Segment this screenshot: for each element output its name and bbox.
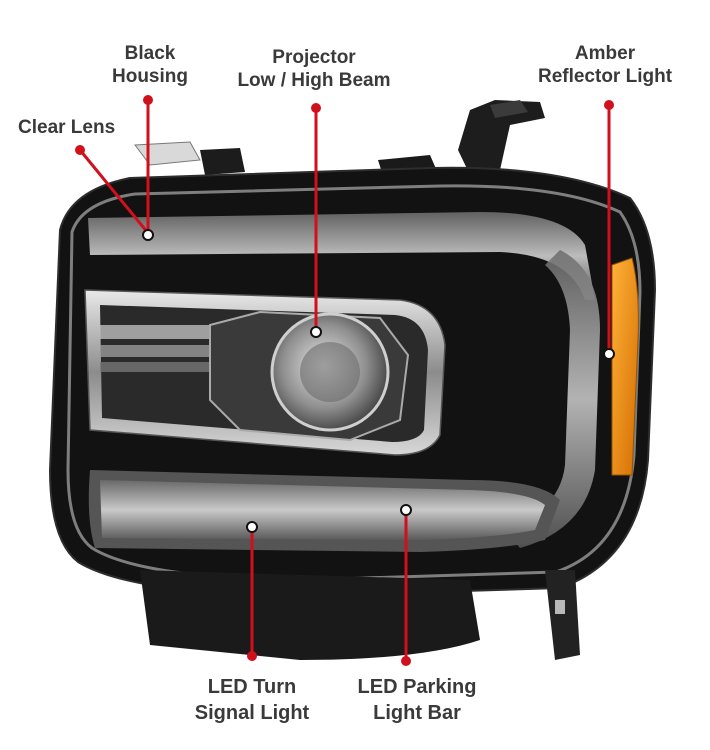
label-projector-line2: Low / High Beam — [237, 70, 391, 91]
label-park-line2: Light Bar — [373, 702, 461, 724]
upper-led-strip — [88, 212, 595, 300]
label-projector: Projector Low / High Beam — [212, 46, 416, 92]
label-black-housing-line1: Black — [124, 43, 176, 64]
callout-targets — [142, 229, 615, 533]
label-amber-line1: Amber — [574, 43, 636, 64]
label-led-parking-bar: LED Parking Light Bar — [338, 674, 496, 726]
label-black-housing-line2: Housing — [112, 66, 188, 87]
callout-line-clear-lens — [78, 149, 150, 234]
label-turn-line2: Signal Light — [194, 702, 310, 724]
label-black-housing: Black Housing — [100, 42, 200, 88]
target-dot-amber — [603, 348, 615, 360]
label-amber-line2: Reflector Light — [537, 66, 673, 87]
projector-lens — [209, 310, 410, 442]
target-dot-housing — [142, 229, 154, 241]
label-clear-lens: Clear Lens — [18, 117, 116, 138]
label-led-turn-signal: LED Turn Signal Light — [176, 674, 328, 726]
amber-reflector — [611, 257, 639, 476]
label-turn-line1: LED Turn — [207, 676, 297, 698]
target-dot-parking-bar — [400, 504, 412, 516]
lower-mount — [140, 570, 580, 660]
target-dot-projector — [310, 326, 322, 338]
target-dot-turn-signal — [246, 521, 258, 533]
label-park-line1: LED Parking — [357, 676, 477, 698]
side-led-strip — [505, 250, 600, 548]
reflector-fins — [100, 325, 210, 372]
label-amber-reflector: Amber Reflector Light — [522, 42, 688, 88]
callout-lines — [75, 95, 614, 666]
label-projector-line1: Projector — [272, 47, 356, 68]
